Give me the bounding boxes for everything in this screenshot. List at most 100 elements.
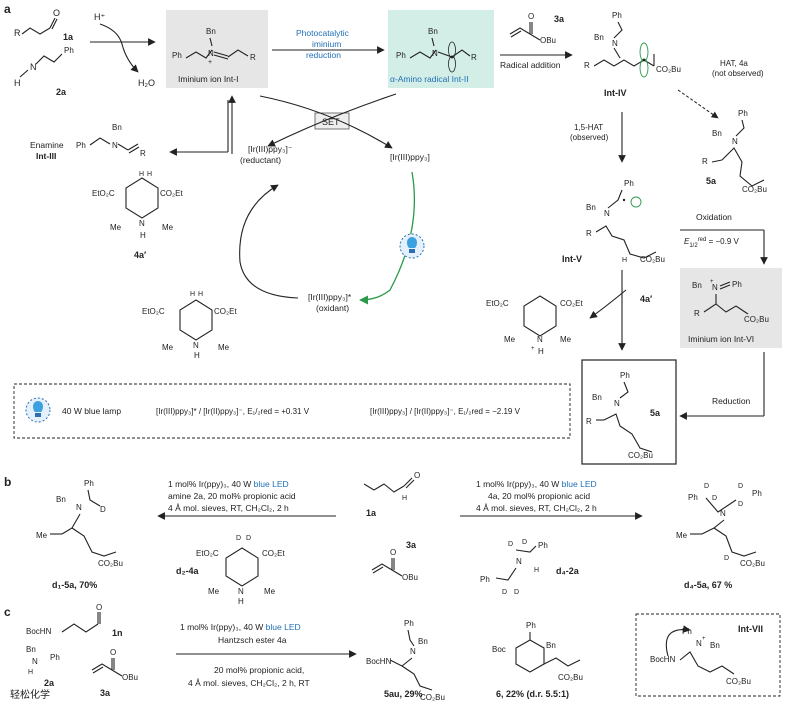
svg-text:H: H (538, 347, 544, 356)
iminium-vi-caption: Iminium ion Int-VI (688, 334, 754, 344)
svg-text:+: + (710, 279, 714, 285)
bn-label: Bn (546, 641, 556, 650)
label-4a-prime-2: 4a′ (640, 294, 652, 304)
d2-4a-label: d₂-4a (176, 566, 199, 576)
structure-d2-4a: D D EtO₂C CO₂Et Me Me N H (196, 535, 285, 606)
structure-3a-bottom: O OBu (91, 648, 138, 682)
int-ii-box (388, 10, 494, 88)
cycle-arc-excitation (359, 171, 416, 305)
ph-label: Ph (64, 46, 74, 55)
svg-text:D: D (712, 495, 717, 502)
svg-text:N: N (139, 219, 145, 228)
label-3a-bottom: 3a (100, 688, 111, 698)
ph-label: Ph (612, 11, 622, 20)
ph-label: Ph (620, 371, 630, 380)
set-arrow-1 (259, 95, 393, 149)
r-group: R (250, 53, 256, 62)
eto2c-label: EtO₂C (196, 549, 219, 558)
ph-label: Ph (50, 653, 60, 662)
ph-label: Ph (624, 179, 634, 188)
hat-not-observed-label: HAT, 4a (not observed) (712, 59, 764, 78)
int-v-label: Int-V (562, 254, 582, 264)
radical-addition-label: Radical addition (500, 60, 561, 70)
ph-label: Ph (526, 621, 536, 630)
svg-text:O: O (96, 603, 102, 612)
r-group: R (586, 229, 592, 238)
prod-6-label: 6, 22% (d.r. 5.5:1) (496, 689, 569, 699)
panel-a-label: a (4, 2, 11, 16)
co2bu-label: CO₂Bu (656, 65, 681, 74)
structure-int-vi: Bn N + Ph R CO₂Bu (692, 279, 769, 324)
structure-3a: O OBu 3a (509, 12, 565, 45)
co2bu-label: CO₂Bu (98, 559, 123, 568)
structure-int-iii: Bn Ph N R (76, 123, 146, 158)
ph-label: Ph (682, 627, 692, 636)
structure-d4-5a: D Ph D D Ph D N Me D CO₂Bu (676, 483, 765, 568)
ph-label: Ph (752, 489, 762, 498)
d-label: D (100, 505, 106, 514)
cond-c-3: 20 mol% propionic acid, (214, 665, 304, 675)
svg-text:N: N (208, 49, 214, 58)
bn-label: Bn (206, 27, 216, 36)
co2bu-label: CO₂Bu (420, 693, 445, 702)
bn-label: Bn (112, 123, 122, 132)
ph-label: Ph (396, 51, 406, 60)
structure-1a-center: O H (363, 471, 420, 502)
svg-text:D: D (502, 589, 507, 596)
svg-text:H: H (140, 231, 146, 240)
structure-4a-prime: H H EtO₂C CO₂Et Me Me N H (92, 171, 183, 240)
ph-label: Ph (688, 493, 698, 502)
ph-label: Ph (538, 541, 548, 550)
eto2c-label: EtO₂C (92, 189, 115, 198)
svg-text:D: D (738, 501, 743, 508)
co2et-label: CO₂Et (214, 307, 237, 316)
ph-label: Ph (404, 619, 414, 628)
me-label: Me (504, 335, 516, 344)
label-1a: 1a (63, 32, 74, 42)
structure-pyridine: EtO₂C CO₂Et Me Me N + H (486, 295, 583, 356)
cond-c-2: Hantzsch ester 4a (218, 635, 287, 645)
int-vii-box (635, 613, 781, 697)
svg-text:N: N (32, 657, 38, 666)
svg-text:O: O (414, 471, 420, 480)
svg-text:N: N (193, 341, 199, 350)
svg-text:D: D (514, 589, 519, 596)
cond-right-1: 1 mol% Ir(ppy)₃, 40 W blue LED (476, 479, 597, 489)
structure-d4-2a: D D Ph N H Ph D D (480, 539, 548, 596)
co2bu-label: CO₂Bu (740, 559, 765, 568)
int-ii-caption: α-Amino radical Int-II (390, 74, 469, 84)
svg-text:O: O (528, 12, 534, 21)
co2bu-label: CO₂Bu (640, 255, 665, 264)
ph-label: Ph (84, 479, 94, 488)
bn-label: Bn (594, 33, 604, 42)
obu-label: OBu (402, 573, 418, 582)
lightbulb-icon (25, 397, 51, 423)
svg-text:D: D (704, 483, 709, 490)
svg-text:N: N (604, 209, 610, 218)
label-2a: 2a (56, 87, 67, 97)
svg-text:N: N (238, 587, 244, 596)
cond-c-4: 4 Å mol. sieves, CH₂Cl₂, 2 h, RT (188, 678, 310, 688)
cond-right-3: 4 Å mol. sieves, RT, CH₂Cl₂, 2 h (476, 503, 597, 513)
me-label: Me (162, 223, 174, 232)
svg-text:D: D (738, 483, 743, 490)
me-label: Me (218, 343, 230, 352)
co2bu-label: CO₂Bu (628, 451, 653, 460)
structure-3a-center: O OBu (371, 548, 418, 582)
label-3a-center: 3a (406, 540, 417, 550)
svg-text:O: O (53, 8, 60, 18)
r-group: R (584, 61, 590, 70)
bn-label: Bn (692, 281, 702, 290)
svg-text:H: H (198, 291, 203, 298)
panel-b-label: b (4, 475, 11, 489)
h2o-release-arrow (99, 23, 139, 73)
r-group: R (702, 157, 708, 166)
set-box (314, 112, 350, 130)
set-arrow-2 (267, 93, 397, 147)
bn-label: Bn (710, 641, 720, 650)
svg-text:O: O (390, 548, 396, 557)
svg-text:N: N (537, 335, 543, 344)
eto2c-label: EtO₂C (486, 299, 509, 308)
